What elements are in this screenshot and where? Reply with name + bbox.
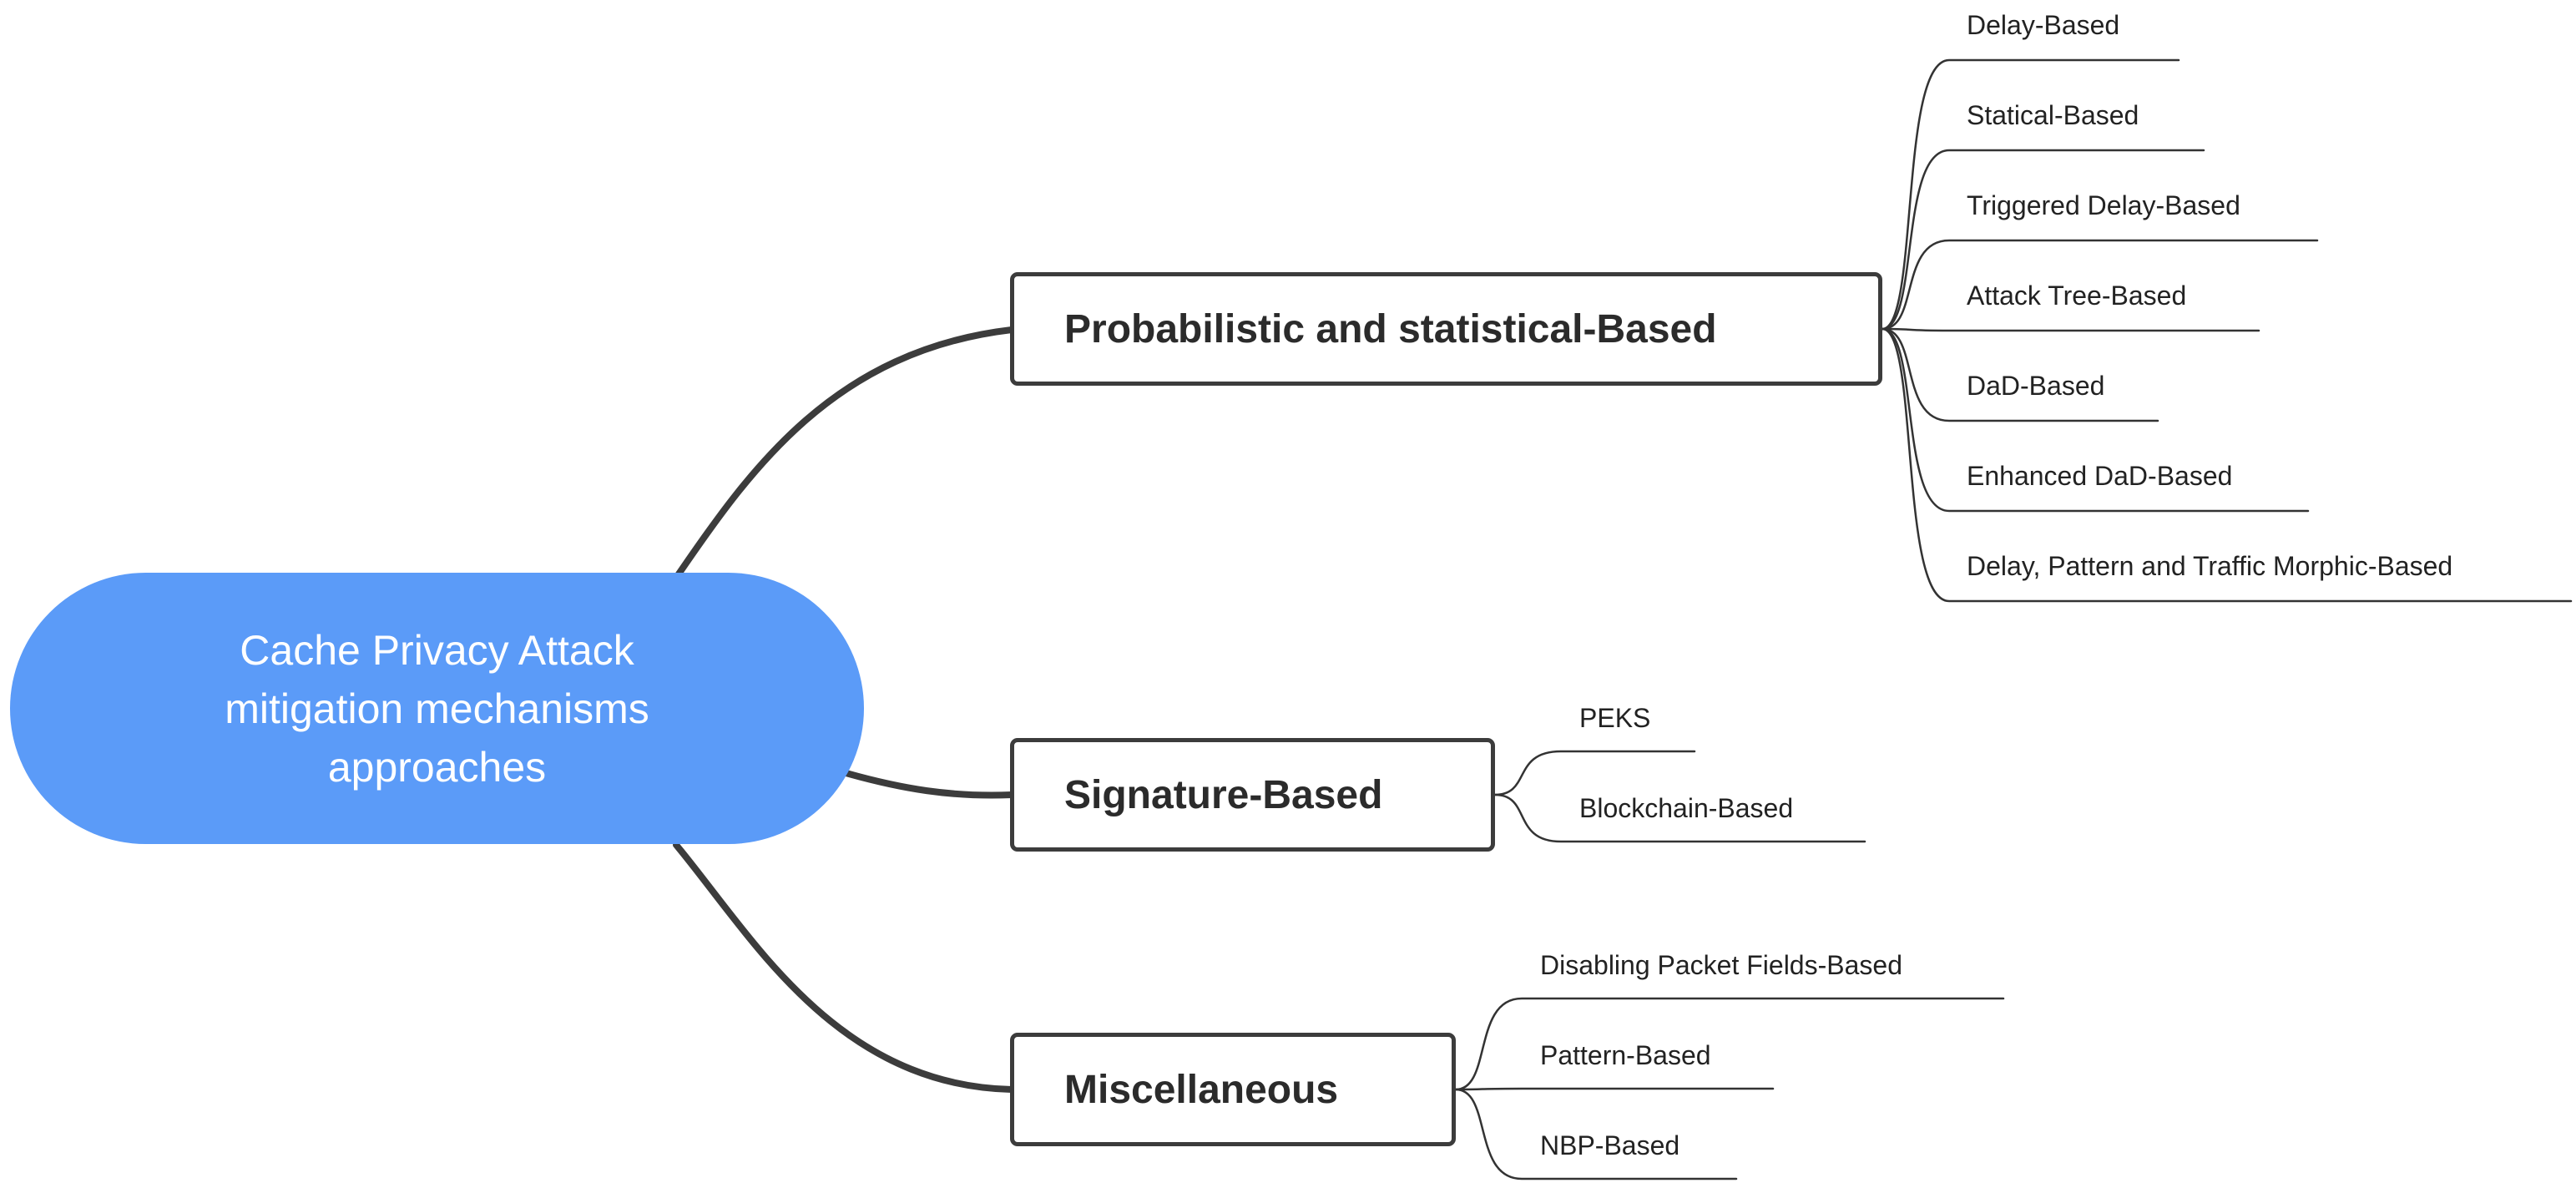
root-node: Cache Privacy Attack mitigation mechanis… [10,573,864,844]
leaf-connector-0-5 [1881,327,2310,513]
root-label-line-3: approaches [327,743,547,791]
branch-miscellaneous: Miscellaneous [1010,1033,1456,1146]
leaf-blockchain-based: Blockchain-Based [1579,793,1794,823]
leaf-connector-1-1 [1493,793,1866,843]
leaf-connector-0-3 [1881,327,2260,332]
leaf-nbp-based: NBP-Based [1540,1130,1680,1160]
leaf-connector-2-2 [1454,1088,1738,1180]
branch-label: Miscellaneous [1064,1067,1339,1112]
leaf-statical-based: Statical-Based [1967,100,2139,130]
connector-root-signature [840,769,1015,799]
leaf-delay-pattern-traffic-morphic-based: Delay, Pattern and Traffic Morphic-Based [1967,551,2453,581]
leaf-connector-0-6 [1881,327,2573,603]
leaf-connector-0-2 [1881,239,2319,331]
branch-label: Signature-Based [1064,772,1383,817]
root-label-line-1: Cache Privacy Attack [240,626,634,674]
connector-root-probabilistic [673,326,1015,581]
branch-probabilistic: Probabilistic and statistical-Based [1010,272,1882,386]
leaf-connector-0-0 [1881,58,2180,331]
leaf-dad-based: DaD-Based [1967,371,2105,401]
leaf-delay-based: Delay-Based [1967,10,2120,40]
branch-signature: Signature-Based [1010,738,1495,852]
branch-label: Probabilistic and statistical-Based [1064,306,1717,351]
leaf-connector-1-0 [1493,750,1696,796]
connector-root-miscellaneous [673,842,1015,1093]
leaf-triggered-delay-based: Triggered Delay-Based [1967,190,2240,220]
leaf-attack-tree-based: Attack Tree-Based [1967,281,2187,311]
leaf-connector-2-0 [1454,997,2005,1091]
root-label-line-2: mitigation mechanisms [225,685,649,732]
leaf-connector-0-1 [1881,149,2205,331]
leaf-enhanced-dad-based: Enhanced DaD-Based [1967,461,2233,491]
leaf-peks: PEKS [1579,703,1651,733]
leaf-connector-0-4 [1881,327,2159,422]
leaf-disabling-packet-fields-based: Disabling Packet Fields-Based [1540,950,1902,980]
leaf-pattern-based: Pattern-Based [1540,1040,1711,1070]
